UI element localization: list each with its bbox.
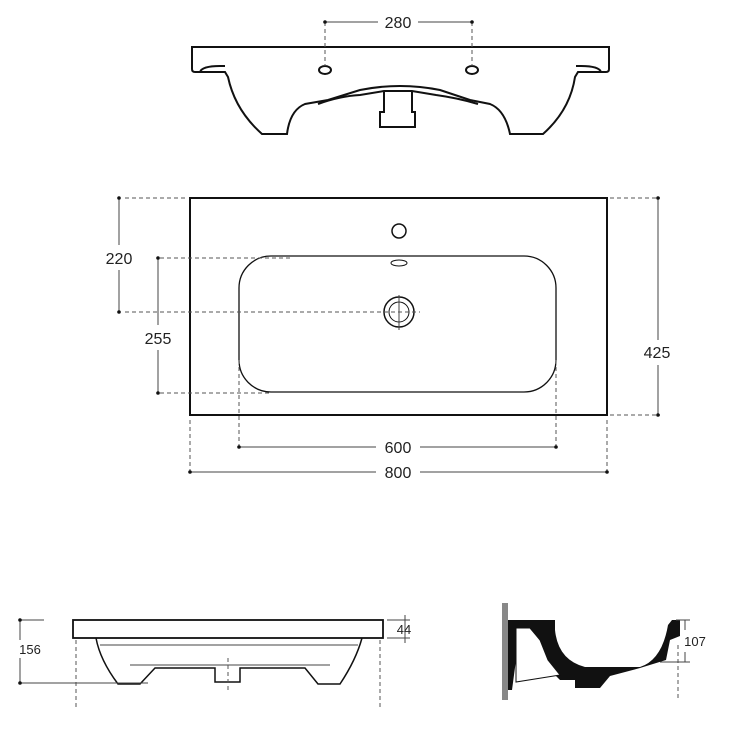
dim-800-label: 800 [385, 465, 412, 482]
dim-255-label: 255 [145, 331, 172, 348]
tap-hole-left [318, 65, 332, 75]
tap-hole-right [465, 65, 479, 75]
rear-elevation-view: 280 [191, 15, 610, 135]
dim-600-label: 600 [385, 440, 412, 457]
dim-107-label: 107 [684, 634, 706, 649]
plan-view: 220 255 425 600 800 [106, 196, 671, 482]
tap-hole [391, 223, 407, 239]
dim-44-label: 44 [397, 622, 411, 637]
dim-156-label: 156 [19, 642, 41, 657]
wall [502, 603, 508, 700]
overflow-slot [390, 259, 408, 267]
dim-220-label: 220 [106, 251, 133, 268]
dim-280-label: 280 [385, 15, 412, 32]
bowl-outline [238, 255, 557, 393]
side-section-view: 107 [502, 603, 706, 700]
basin-outline [189, 197, 608, 416]
front-elevation-view: 156 44 [18, 615, 411, 708]
dim-425-label: 425 [644, 345, 671, 362]
